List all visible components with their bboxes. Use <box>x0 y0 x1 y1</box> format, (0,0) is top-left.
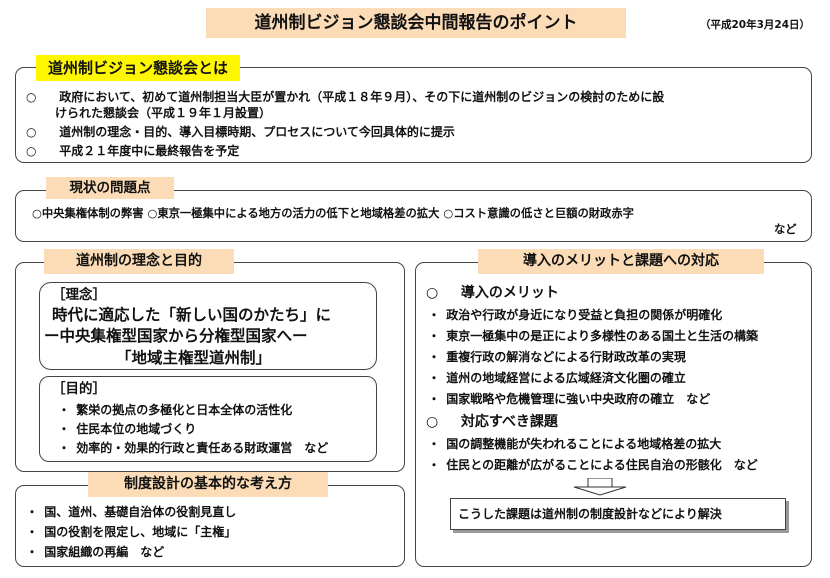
bullet-dot-icon: ・ <box>25 525 38 539</box>
report-date: （平成20年3月24日） <box>700 19 811 31</box>
merit-item-3: ・ 重複行政の解消などによる行財政改革の実現 <box>427 350 686 364</box>
purpose-box <box>39 376 377 462</box>
bullet-dot-icon: ・ <box>57 403 70 417</box>
about-item-1-cont: けられた懇談会（平成１９年１月設置） <box>55 106 272 120</box>
merit-item-4: ・ 道州の地域経営による広域経済文化圏の確立 <box>427 371 686 385</box>
about-item-2: ○ 道州制の理念・目的、導入目標時期、プロセスについて今回具体的に提示 <box>26 125 455 139</box>
principle-box <box>39 282 377 370</box>
bullet-dot-icon: ・ <box>57 422 70 436</box>
purpose-item-1: ・ 繁栄の拠点の多極化と日本全体の活性化 <box>57 403 293 417</box>
bullet-dot-icon: ・ <box>427 308 440 322</box>
merit-item-5: ・ 国家戦略や危機管理に強い中央政府の確立 など <box>427 392 711 406</box>
down-arrow-icon <box>573 478 627 496</box>
principle-label: ［理念］ <box>52 287 106 303</box>
section-principles-heading: 道州制の理念と目的 <box>44 249 234 274</box>
bullet-dot-icon: ・ <box>427 392 440 406</box>
section-design-heading: 制度設計の基本的な考え方 <box>88 472 328 497</box>
merit-item-2: ・ 東京一極集中の是正により多様性のある国土と生活の構築 <box>427 329 758 343</box>
about-item-1: ○ 政府において、初めて道州制担当大臣が置かれ（平成１８年９月）、その下に道州制… <box>26 90 665 104</box>
design-item-2: ・ 国の役割を限定し、地域に「主権」 <box>25 525 237 539</box>
purpose-item-3: ・ 効率的・効果的行政と責任ある財政運営 など <box>57 441 329 455</box>
issue-item-1: ・ 国の調整機能が失われることによる地域格差の拡大 <box>427 437 722 451</box>
circle-bullet-icon: ○ <box>26 144 37 158</box>
bullet-dot-icon: ・ <box>427 350 440 364</box>
circle-bullet-icon: ○ <box>426 285 439 301</box>
problems-line: ○中央集権体制の弊害 ○東京一極集中による地方の活力の低下と地域格差の拡大 ○コ… <box>32 207 634 220</box>
purpose-item-2: ・ 住民本位の地域づくり <box>57 422 197 436</box>
bullet-dot-icon: ・ <box>25 505 38 519</box>
bullet-dot-icon: ・ <box>427 458 440 472</box>
section-about-box <box>15 67 812 163</box>
design-item-1: ・ 国、道州、基礎自治体の役割見直し <box>25 505 237 519</box>
circle-bullet-icon: ○ <box>26 125 37 139</box>
section-about-heading: 道州制ビジョン懇談会とは <box>36 55 241 81</box>
merit-item-1: ・ 政治や行政が身近になり受益と負担の関係が明確化 <box>427 308 723 322</box>
circle-bullet-icon: ○ <box>426 414 439 430</box>
section-problems-heading: 現状の問題点 <box>46 177 174 199</box>
solution-text: こうした課題は道州制の制度設計などにより解決 <box>458 507 722 521</box>
design-item-3: ・ 国家組織の再編 など <box>25 545 165 559</box>
merit-title: ○ 導入のメリット <box>426 285 559 301</box>
bullet-dot-icon: ・ <box>427 371 440 385</box>
issue-title: ○ 対応すべき課題 <box>426 414 558 430</box>
purpose-label: ［目的］ <box>52 381 106 397</box>
bullet-dot-icon: ・ <box>25 545 38 559</box>
principle-line-1: 時代に適応した「新しい国のかたち」に <box>52 306 332 324</box>
bullet-dot-icon: ・ <box>57 441 70 455</box>
circle-bullet-icon: ○ <box>26 90 37 104</box>
bullet-dot-icon: ・ <box>427 437 440 451</box>
about-item-3: ○ 平成２１年度中に最終報告を予定 <box>26 144 240 158</box>
section-merits-heading: 導入のメリットと課題への対応 <box>478 249 764 274</box>
page-title: 道州制ビジョン懇談会中間報告のポイント <box>206 8 626 38</box>
principle-line-3: 「地域主権型道州制」 <box>116 349 272 367</box>
solution-box <box>450 498 786 530</box>
issue-item-2: ・ 住民との距離が広がることによる住民自治の形骸化 など <box>427 458 758 472</box>
problems-line-end: など <box>774 223 797 236</box>
bullet-dot-icon: ・ <box>427 329 440 343</box>
principle-line-2: ー中央集権型国家から分権型国家へー <box>44 327 308 345</box>
